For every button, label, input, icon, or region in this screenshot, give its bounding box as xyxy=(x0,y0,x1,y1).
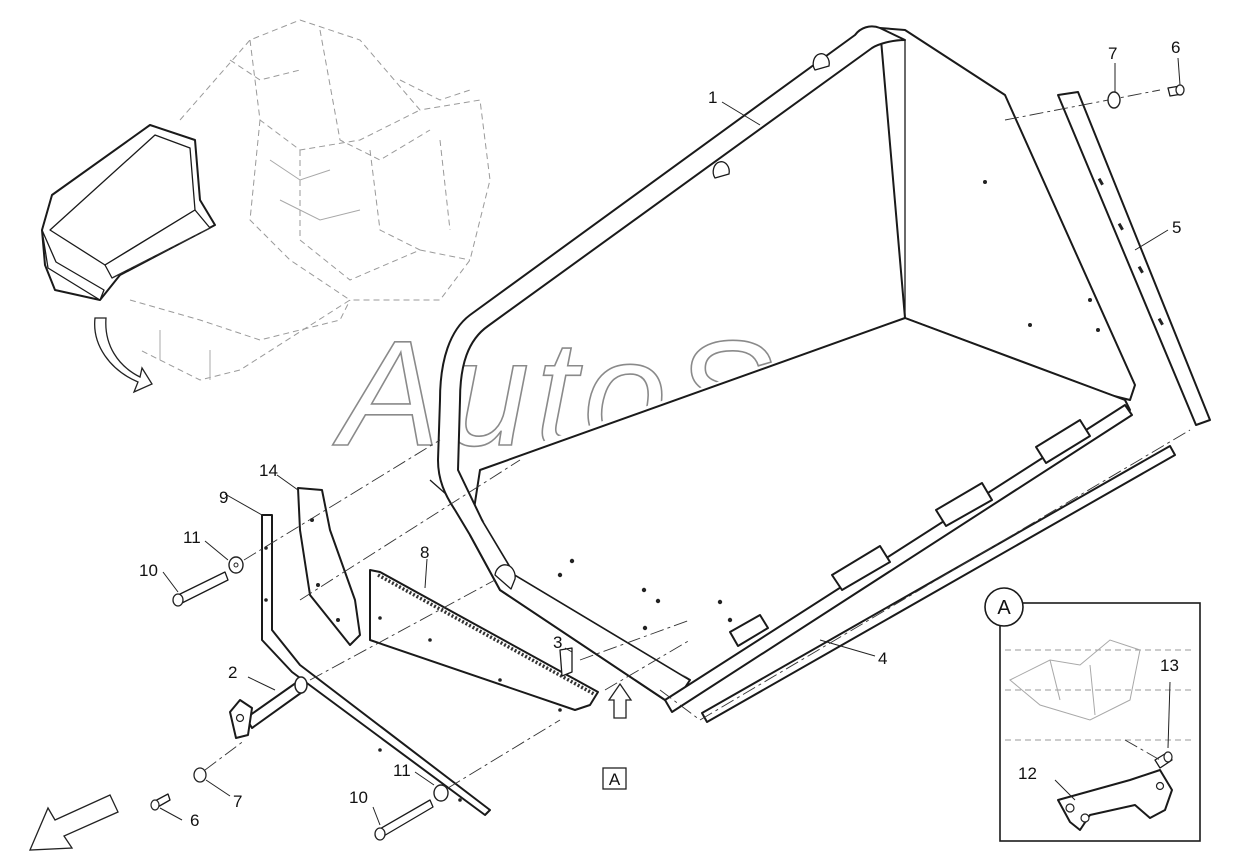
callout-1: 1 xyxy=(708,88,717,107)
pin-part-2 xyxy=(229,676,308,739)
callout-14: 14 xyxy=(259,461,278,480)
callout-9: 9 xyxy=(219,488,228,507)
callout-10-left: 10 xyxy=(139,561,158,580)
hopper-body xyxy=(429,25,1136,701)
callout-11-left: 11 xyxy=(183,528,201,547)
callout-11-right: 11 xyxy=(393,761,411,780)
plate-part-8 xyxy=(369,569,599,712)
pin-part-3 xyxy=(559,647,573,677)
callout-5: 5 xyxy=(1172,218,1181,237)
washer-top xyxy=(1107,91,1121,109)
hopper-overview xyxy=(41,124,216,301)
washer-lower-mid xyxy=(193,767,207,783)
bolt-top xyxy=(1167,84,1185,97)
bolt-lower-right xyxy=(374,799,434,841)
view-label: A xyxy=(609,770,621,789)
callout-2: 2 xyxy=(228,663,237,682)
view-direction-arrow-icon: A xyxy=(602,682,633,790)
roller-shaft xyxy=(664,404,1133,713)
callout-3: 3 xyxy=(553,633,562,652)
callout-10-right: 10 xyxy=(349,788,368,807)
machine-overview xyxy=(129,19,491,381)
washer-lower-left xyxy=(228,556,244,574)
callout-13: 13 xyxy=(1160,656,1179,675)
bolt-lower-mid xyxy=(150,793,171,811)
detail-label: A xyxy=(997,597,1011,619)
curved-arrow-icon xyxy=(94,317,153,394)
callout-4: 4 xyxy=(878,649,887,668)
detail-badge xyxy=(984,587,1024,627)
callout-6-top: 6 xyxy=(1171,38,1180,57)
callout-8: 8 xyxy=(420,543,429,562)
plate-part-14 xyxy=(297,487,361,646)
callout-12: 12 xyxy=(1018,764,1037,783)
rod-part-4 xyxy=(659,429,1191,723)
direction-arrow-icon xyxy=(28,794,119,851)
bolt-lower-left xyxy=(172,571,229,607)
callout-7-bottom: 7 xyxy=(233,792,242,811)
side-strip-part-5 xyxy=(1004,89,1211,426)
callout-7-top: 7 xyxy=(1108,44,1117,63)
callouts: 1 2 3 4 5 6 6 7 7 8 9 10 10 11 11 12 13 … xyxy=(139,38,1181,830)
callout-6-bottom: 6 xyxy=(190,811,199,830)
leader-lines xyxy=(159,57,1181,826)
detail-view-a: A xyxy=(984,587,1201,842)
washer-lower-right xyxy=(433,784,449,802)
